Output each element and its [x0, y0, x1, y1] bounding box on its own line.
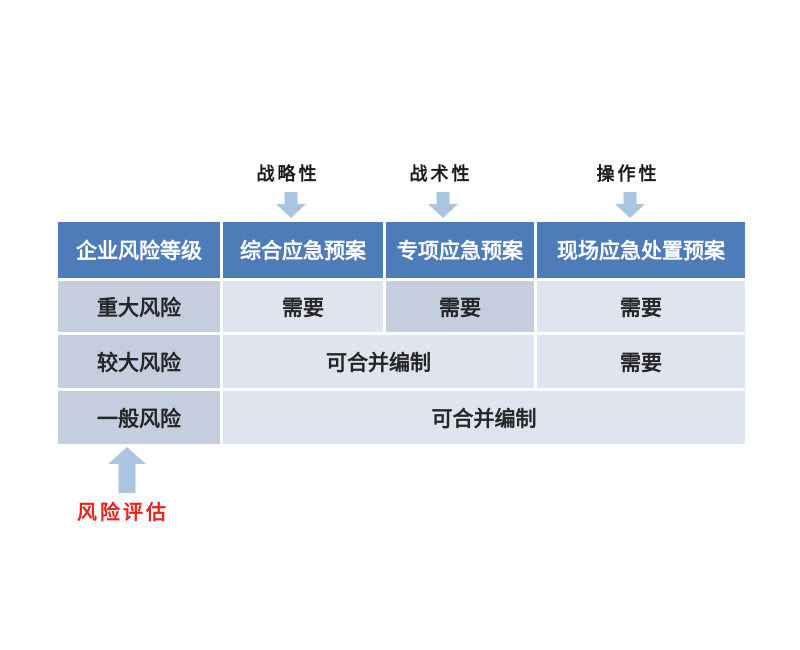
down-arrow-shape — [428, 192, 458, 218]
level-cell-general-risk: 一般风险 — [58, 391, 220, 444]
cell-major-comprehensive: 需要 — [223, 281, 383, 332]
up-arrow-shape — [108, 447, 146, 493]
cell-major-special: 需要 — [386, 281, 534, 332]
cell-larger-merged: 可合并编制 — [223, 335, 534, 388]
down-arrow-shape — [276, 192, 306, 218]
header-cell-onsite-plan: 现场应急处置预案 — [537, 222, 745, 278]
label-strategic: 战略性 — [256, 164, 320, 185]
label-tactical: 战术性 — [409, 164, 473, 185]
down-arrow-shape — [615, 192, 645, 218]
up-arrow-icon — [108, 447, 146, 493]
header-cell-comprehensive-plan: 综合应急预案 — [223, 222, 383, 278]
cell-general-merged: 可合并编制 — [223, 391, 745, 444]
down-arrow-icon — [276, 192, 306, 218]
cell-larger-onsite: 需要 — [537, 335, 745, 388]
risk-plan-table: 企业风险等级 综合应急预案 专项应急预案 现场应急处置预案 重大风险 需要 需要… — [58, 222, 745, 444]
down-arrow-icon — [615, 192, 645, 218]
cell-major-onsite: 需要 — [537, 281, 745, 332]
level-cell-major-risk: 重大风险 — [58, 281, 220, 332]
risk-assessment-label: 风险评估 — [77, 500, 169, 524]
header-cell-enterprise-risk-level: 企业风险等级 — [58, 222, 220, 278]
level-cell-larger-risk: 较大风险 — [58, 335, 220, 388]
down-arrow-icon — [428, 192, 458, 218]
header-cell-special-plan: 专项应急预案 — [386, 222, 534, 278]
label-operational: 操作性 — [596, 164, 660, 185]
